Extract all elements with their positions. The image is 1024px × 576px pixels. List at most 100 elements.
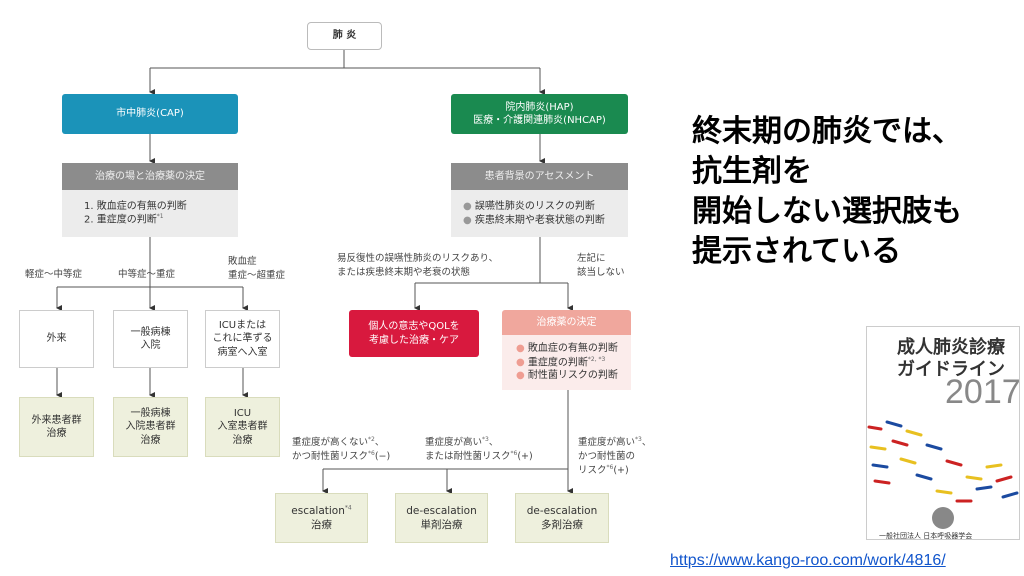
branch-text: 左記に bbox=[577, 253, 606, 264]
book-subtitle: ガイドライン bbox=[897, 359, 1005, 380]
cap-decision-header-label: 治療の場と治療薬の決定 bbox=[95, 170, 205, 182]
treatment-label: 入院患者群 bbox=[125, 421, 176, 433]
severity-mild-label: 軽症～中等症 bbox=[25, 269, 83, 280]
headline-line: 抗生剤を bbox=[692, 154, 812, 189]
condition-text: *6 bbox=[368, 449, 375, 457]
hap-assessment-item: 疾患終末期や老衰状態の判断 bbox=[463, 214, 605, 228]
outcome-escalation: escalation*4 治療 bbox=[275, 493, 368, 543]
hap-assessment-header-label: 患者背景のアセスメント bbox=[484, 170, 595, 182]
treatment-label: 外来患者群 bbox=[31, 414, 82, 426]
hap-box: 院内肺炎(HAP) 医療・介護関連肺炎(NHCAP) bbox=[451, 94, 628, 134]
flowchart-connectors bbox=[56, 50, 573, 494]
cap-box: 市中肺炎(CAP) bbox=[62, 94, 238, 134]
headline-line: 開始しない選択肢も bbox=[692, 194, 962, 229]
outcome-label: 治療 bbox=[311, 519, 332, 531]
outcome-label: 多剤治療 bbox=[541, 519, 583, 531]
book-stripes-graphic bbox=[867, 420, 1019, 503]
headline-line: 終末期の肺炎では、 bbox=[692, 114, 962, 149]
setting-ward: 一般病棟入院 bbox=[113, 310, 188, 368]
condition-text: 重症度が高い bbox=[578, 437, 636, 449]
cap-label: 市中肺炎(CAP) bbox=[116, 108, 184, 120]
treatment-outpatient: 外来患者群治療 bbox=[19, 397, 94, 457]
treatment-label: 入室患者群 bbox=[217, 421, 268, 433]
hap-branch-right-label: 左記に該当しない bbox=[577, 252, 625, 280]
book-year: 2017 bbox=[945, 373, 1020, 411]
hap-label: 院内肺炎(HAP) bbox=[505, 101, 574, 113]
setting-label: これに準ずる bbox=[212, 333, 273, 345]
condition-label-escalation: 重症度が高くない*2、かつ耐性菌リスク*6(−) bbox=[292, 436, 390, 464]
footnote-ref: *4 bbox=[344, 504, 352, 512]
drug-decision-item: 重症度の判断 bbox=[516, 357, 588, 368]
condition-text: (−) bbox=[374, 451, 391, 463]
condition-text: 、 bbox=[374, 437, 385, 449]
drug-decision-header-label: 治療薬の決定 bbox=[536, 316, 597, 328]
treatment-label: 治療 bbox=[232, 434, 253, 446]
setting-icu: ICUまたはこれに準ずる病室へ入室 bbox=[205, 310, 280, 368]
society-seal-icon bbox=[932, 507, 954, 529]
branch-text: または疾患終末期や老衰の状態 bbox=[337, 266, 471, 278]
condition-label-single: 重症度が高い*3、または耐性菌リスク*6(+) bbox=[425, 436, 533, 464]
condition-text: (+) bbox=[613, 464, 629, 476]
outcome-deescalation-multi: de-escalation 多剤治療 bbox=[515, 493, 609, 543]
source-link[interactable]: https://www.kango-roo.com/work/4816/ bbox=[670, 552, 946, 569]
branch-text: 該当しない bbox=[577, 266, 625, 278]
condition-text: リスク bbox=[578, 464, 607, 476]
outcome-deescalation-single: de-escalation 単剤治療 bbox=[395, 493, 488, 543]
treatment-label: 一般病棟 bbox=[130, 407, 171, 419]
hap-assessment-body: 誤嚥性肺炎のリスクの判断 疾患終末期や老衰状態の判断 bbox=[451, 190, 628, 237]
sepsis-label: 敗血症 bbox=[228, 256, 257, 267]
severity-severe-label: 敗血症重症～超重症 bbox=[228, 255, 285, 283]
condition-label-multi: 重症度が高い*3、かつ耐性菌のリスク*6(+) bbox=[578, 436, 651, 478]
setting-label: 外来 bbox=[46, 333, 67, 345]
condition-text: *3 bbox=[635, 436, 642, 443]
headline: 終末期の肺炎では、 抗生剤を 開始しない選択肢も 提示されている bbox=[692, 112, 962, 272]
setting-label: 入院 bbox=[140, 340, 161, 351]
condition-text: 、 bbox=[641, 437, 652, 449]
condition-text: 重症度が高くない bbox=[292, 437, 369, 449]
condition-text: または耐性菌リスク bbox=[425, 451, 511, 463]
setting-label: 一般病棟 bbox=[130, 326, 171, 338]
cap-decision-header: 治療の場と治療薬の決定 bbox=[62, 163, 238, 190]
condition-text: *6 bbox=[606, 463, 614, 471]
treatment-ward: 一般病棟入院患者群治療 bbox=[113, 397, 188, 457]
cap-decision-item: 1. 敗血症の有無の判断 bbox=[84, 200, 187, 212]
footnote-ref: *1 bbox=[156, 213, 164, 221]
condition-text: かつ耐性菌の bbox=[578, 450, 636, 462]
condition-text: かつ耐性菌リスク bbox=[292, 451, 369, 463]
outcome-label: 単剤治療 bbox=[420, 519, 463, 531]
treatment-label: 治療 bbox=[140, 434, 161, 446]
care-label: 個人の意志やQOLを bbox=[368, 321, 460, 332]
cap-decision-body: 1. 敗血症の有無の判断 2. 重症度の判断*1 bbox=[62, 190, 238, 237]
setting-outpatient: 外来 bbox=[19, 310, 94, 368]
severity-moderate-label: 中等症～重症 bbox=[118, 269, 176, 280]
branch-text: 易反復性の誤嚥性肺炎のリスクあり、 bbox=[337, 253, 499, 264]
condition-text: 、 bbox=[488, 437, 499, 449]
nhcap-label: 医療・介護関連肺炎(NHCAP) bbox=[473, 115, 606, 126]
treatment-label: 治療 bbox=[46, 428, 67, 439]
headline-line: 提示されている bbox=[692, 234, 902, 269]
drug-decision-item: 耐性菌リスクの判断 bbox=[516, 369, 618, 383]
guideline-book-cover: 成人肺炎診療 ガイドライン 2017 一般社団法人 日本呼吸器学会 bbox=[866, 326, 1020, 540]
drug-decision-item: 敗血症の有無の判断 bbox=[516, 342, 618, 356]
condition-text: *3 bbox=[482, 436, 489, 443]
condition-text: *6 bbox=[510, 449, 518, 457]
treatment-icu: ICU 入室患者群治療 bbox=[205, 397, 280, 457]
drug-decision-header: 治療薬の決定 bbox=[502, 310, 631, 335]
hap-assessment-item: 誤嚥性肺炎のリスクの判断 bbox=[463, 200, 595, 214]
outcome-label: escalation bbox=[291, 504, 345, 517]
setting-label: ICUまたは bbox=[218, 319, 267, 331]
care-label: 考慮した治療・ケア bbox=[369, 334, 459, 346]
hap-branch-left-label: 易反復性の誤嚥性肺炎のリスクあり、または疾患終末期や老衰の状態 bbox=[337, 252, 498, 280]
hap-assessment-header: 患者背景のアセスメント bbox=[451, 163, 628, 190]
condition-text: 重症度が高い bbox=[425, 437, 483, 449]
condition-text: (+) bbox=[517, 451, 533, 463]
outcome-label: de-escalation bbox=[406, 504, 477, 517]
severe-label: 重症～超重症 bbox=[228, 269, 286, 281]
root-label: 肺 炎 bbox=[332, 30, 357, 42]
outcome-label: de-escalation bbox=[526, 504, 598, 517]
condition-text: *2 bbox=[368, 436, 375, 443]
setting-label: 病室へ入室 bbox=[217, 346, 268, 358]
treatment-label: ICU bbox=[233, 407, 252, 419]
footnote-ref: *2, *3 bbox=[587, 355, 606, 363]
cap-decision-item: 2. 重症度の判断 bbox=[84, 214, 157, 226]
